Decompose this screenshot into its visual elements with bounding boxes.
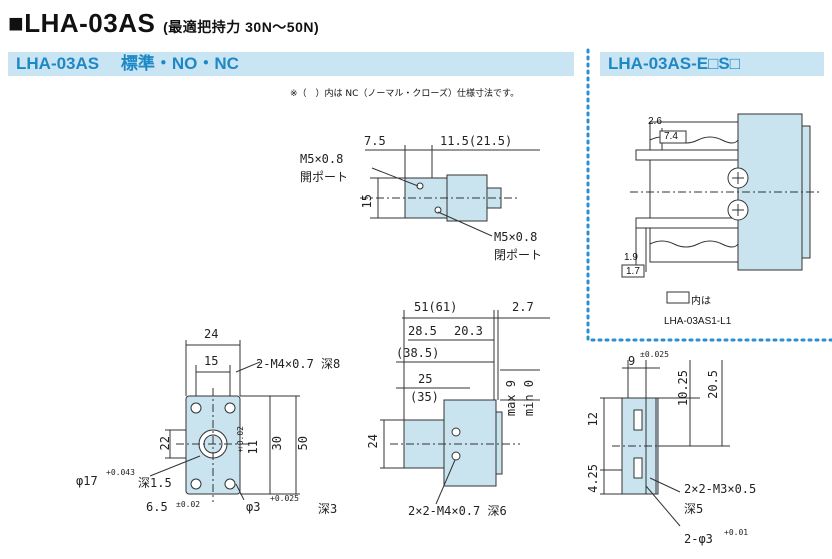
front-tap-note: 2-M4×0.7 深8 bbox=[256, 357, 341, 371]
side-max-9: max 9 bbox=[504, 380, 518, 417]
front-dim-24: 24 bbox=[204, 327, 219, 341]
end-dim-20-5: 20.5 bbox=[706, 370, 720, 399]
title-main: ■LHA-03AS bbox=[8, 8, 156, 38]
side-dim-35: (35) bbox=[410, 390, 439, 404]
front-bore-depth: 深1.5 bbox=[138, 476, 172, 490]
front-bore-tol: +0.043 bbox=[106, 468, 135, 477]
front-view-drawing bbox=[149, 340, 300, 502]
title-sub: (最適把持力 30N〜50N) bbox=[163, 19, 320, 35]
port-close-label: 閉ポート bbox=[494, 248, 543, 262]
front-dim-22: 22 bbox=[158, 436, 172, 451]
end-dim-9: 9 bbox=[628, 354, 636, 368]
port-close-thread: M5×0.8 bbox=[494, 230, 538, 244]
end-tap-depth: 深5 bbox=[684, 502, 704, 516]
front-dim-15: 15 bbox=[204, 354, 219, 368]
end-dim-9-tol: ±0.025 bbox=[640, 350, 669, 359]
dim-top-15: 15 bbox=[360, 194, 374, 209]
front-dim-11: 11 bbox=[246, 440, 260, 455]
top-view-drawing bbox=[360, 145, 540, 237]
end-dim-4-25: 4.25 bbox=[586, 464, 600, 493]
page-title: ■LHA-03AS (最適把持力 30N〜50N) bbox=[8, 8, 319, 39]
side-dim-28-5: 28.5 bbox=[408, 324, 437, 338]
nc-note: ※（ ）内は NC（ノーマル・クローズ）仕様寸法です。 bbox=[290, 89, 520, 99]
end-pin-note: 2-φ3 bbox=[684, 532, 713, 546]
port-open-label: 開ポート bbox=[300, 170, 349, 184]
end-dim-10-25: 10.25 bbox=[676, 370, 690, 407]
opt-legend-suffix: 内は bbox=[691, 296, 711, 307]
section-band-standard: LHA-03AS 標準・NO・NC bbox=[8, 52, 574, 76]
front-dim-6-5: 6.5 bbox=[146, 500, 168, 514]
side-min-0: min 0 bbox=[522, 380, 536, 417]
end-view-drawing bbox=[600, 360, 730, 527]
port-open-thread: M5×0.8 bbox=[300, 152, 344, 166]
side-dim-24: 24 bbox=[366, 434, 380, 449]
side-dim-38-5: (38.5) bbox=[396, 346, 440, 360]
side-dim-20-3: 20.3 bbox=[454, 324, 483, 338]
option-view-drawing bbox=[621, 113, 820, 304]
side-tap-note: 2×2-M4×0.7 深6 bbox=[408, 504, 507, 518]
side-dim-25: 25 bbox=[418, 372, 433, 386]
opt-dim-2-6: 2.6 bbox=[648, 116, 662, 127]
side-dim-2-7: 2.7 bbox=[512, 300, 534, 314]
side-view-drawing bbox=[380, 310, 550, 505]
opt-dim-7-4: 7.4 bbox=[664, 131, 678, 142]
dim-top-7-5: 7.5 bbox=[364, 134, 386, 148]
opt-dim-1-7: 1.7 bbox=[626, 266, 640, 277]
front-bore: φ17 bbox=[76, 474, 98, 488]
front-dim-6-5-tol: ±0.02 bbox=[176, 500, 201, 509]
side-dim-51: 51(61) bbox=[414, 300, 458, 314]
front-pin: φ3 bbox=[246, 500, 261, 514]
section-band-option: LHA-03AS-E□S□ bbox=[600, 52, 824, 76]
end-tap-note: 2×2-M3×0.5 bbox=[684, 482, 757, 496]
front-dim-50: 50 bbox=[296, 436, 310, 451]
opt-legend-model: LHA-03AS1-L1 bbox=[664, 316, 732, 327]
front-pin-tol: +0.025 bbox=[270, 494, 299, 503]
end-dim-12: 12 bbox=[586, 412, 600, 427]
end-pin-tol: +0.01 bbox=[724, 528, 749, 537]
front-dim-30: 30 bbox=[270, 436, 284, 451]
opt-dim-1-9: 1.9 bbox=[624, 252, 638, 263]
front-pin-depth: 深3 bbox=[318, 502, 338, 516]
dim-top-11-5: 11.5(21.5) bbox=[440, 134, 513, 148]
front-dim-11-tol: ±0.02 bbox=[236, 426, 245, 455]
